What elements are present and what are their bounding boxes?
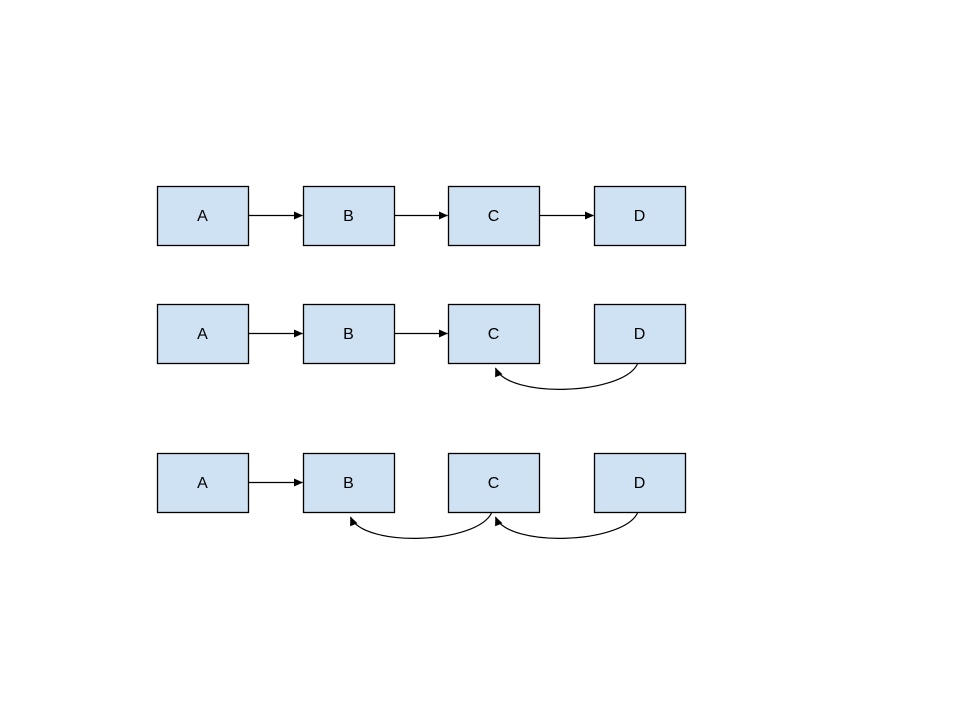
node-label-c-row-3: C xyxy=(488,475,500,492)
node-label-a-row-3: A xyxy=(197,475,208,492)
node-d-row-3 xyxy=(593,452,687,514)
node-label-b-row-1: B xyxy=(343,208,354,225)
curved-arrow-c-to-b-row-3 xyxy=(349,512,493,539)
node-label-d-row-2: D xyxy=(634,326,646,343)
node-label-a-row-2: A xyxy=(197,326,208,343)
node-label-a-row-1: A xyxy=(197,208,208,225)
node-a-row-3 xyxy=(156,452,250,514)
node-d-row-1 xyxy=(593,185,687,247)
curved-arrow-d-to-c-row-2 xyxy=(494,363,639,390)
node-c-row-1 xyxy=(447,185,541,247)
node-c-row-2 xyxy=(447,303,541,365)
row-3: A B C D xyxy=(156,452,687,539)
node-b-row-1 xyxy=(302,185,396,247)
node-label-c-row-1: C xyxy=(488,208,500,225)
node-label-d-row-1: D xyxy=(634,208,646,225)
node-label-c-row-2: C xyxy=(488,326,500,343)
node-label-d-row-3: D xyxy=(634,475,646,492)
node-b-row-2 xyxy=(302,303,396,365)
node-c-row-3 xyxy=(447,452,541,514)
node-b-row-3 xyxy=(302,452,396,514)
node-d-row-2 xyxy=(593,303,687,365)
curved-arrow-d-to-c-row-3 xyxy=(494,512,639,539)
node-a-row-1 xyxy=(156,185,250,247)
diagram-root: A B C D A B C D A B C D xyxy=(156,185,687,539)
row-1: A B C D xyxy=(156,185,687,247)
node-label-b-row-2: B xyxy=(343,326,354,343)
node-label-b-row-3: B xyxy=(343,475,354,492)
row-2: A B C D xyxy=(156,303,687,390)
node-a-row-2 xyxy=(156,303,250,365)
